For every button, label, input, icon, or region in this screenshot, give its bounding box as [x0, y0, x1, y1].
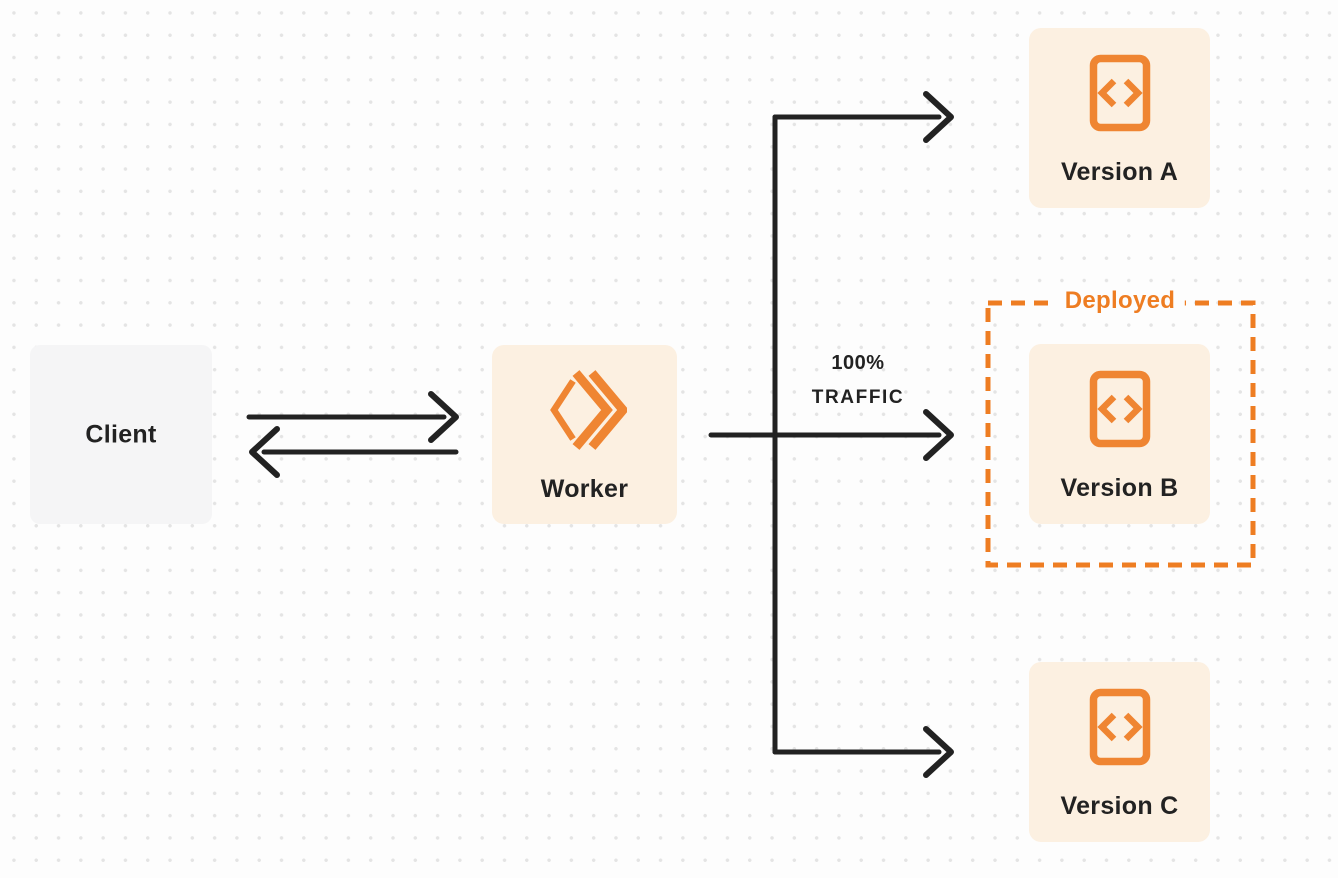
arrow-to-version-b [708, 409, 954, 461]
node-client: Client [30, 345, 212, 524]
version-c-label: Version C [1060, 792, 1179, 820]
deployed-label: Deployed [1054, 287, 1186, 315]
code-file-icon [1089, 370, 1150, 448]
node-version-a: Version A [1029, 28, 1210, 208]
worker-label: Worker [540, 475, 629, 503]
traffic-annotation: 100% TRAFFIC [812, 352, 904, 409]
node-version-c: Version C [1029, 662, 1210, 842]
code-file-icon [1089, 688, 1150, 766]
client-label: Client [85, 420, 157, 448]
traffic-percent-label: 100% [831, 352, 885, 374]
arrow-to-version-c [772, 726, 954, 778]
traffic-word-label: TRAFFIC [811, 387, 905, 408]
node-worker: Worker [492, 345, 677, 524]
cloudflare-workers-logo-icon [549, 370, 627, 450]
arrow-to-version-a [772, 91, 954, 143]
code-file-icon [1089, 54, 1150, 132]
node-version-b: Version B [1029, 344, 1210, 524]
version-a-label: Version A [1060, 158, 1179, 186]
arrow-client-to-worker [246, 391, 459, 443]
arrow-worker-to-client [249, 426, 459, 478]
version-b-label: Version B [1060, 474, 1179, 502]
